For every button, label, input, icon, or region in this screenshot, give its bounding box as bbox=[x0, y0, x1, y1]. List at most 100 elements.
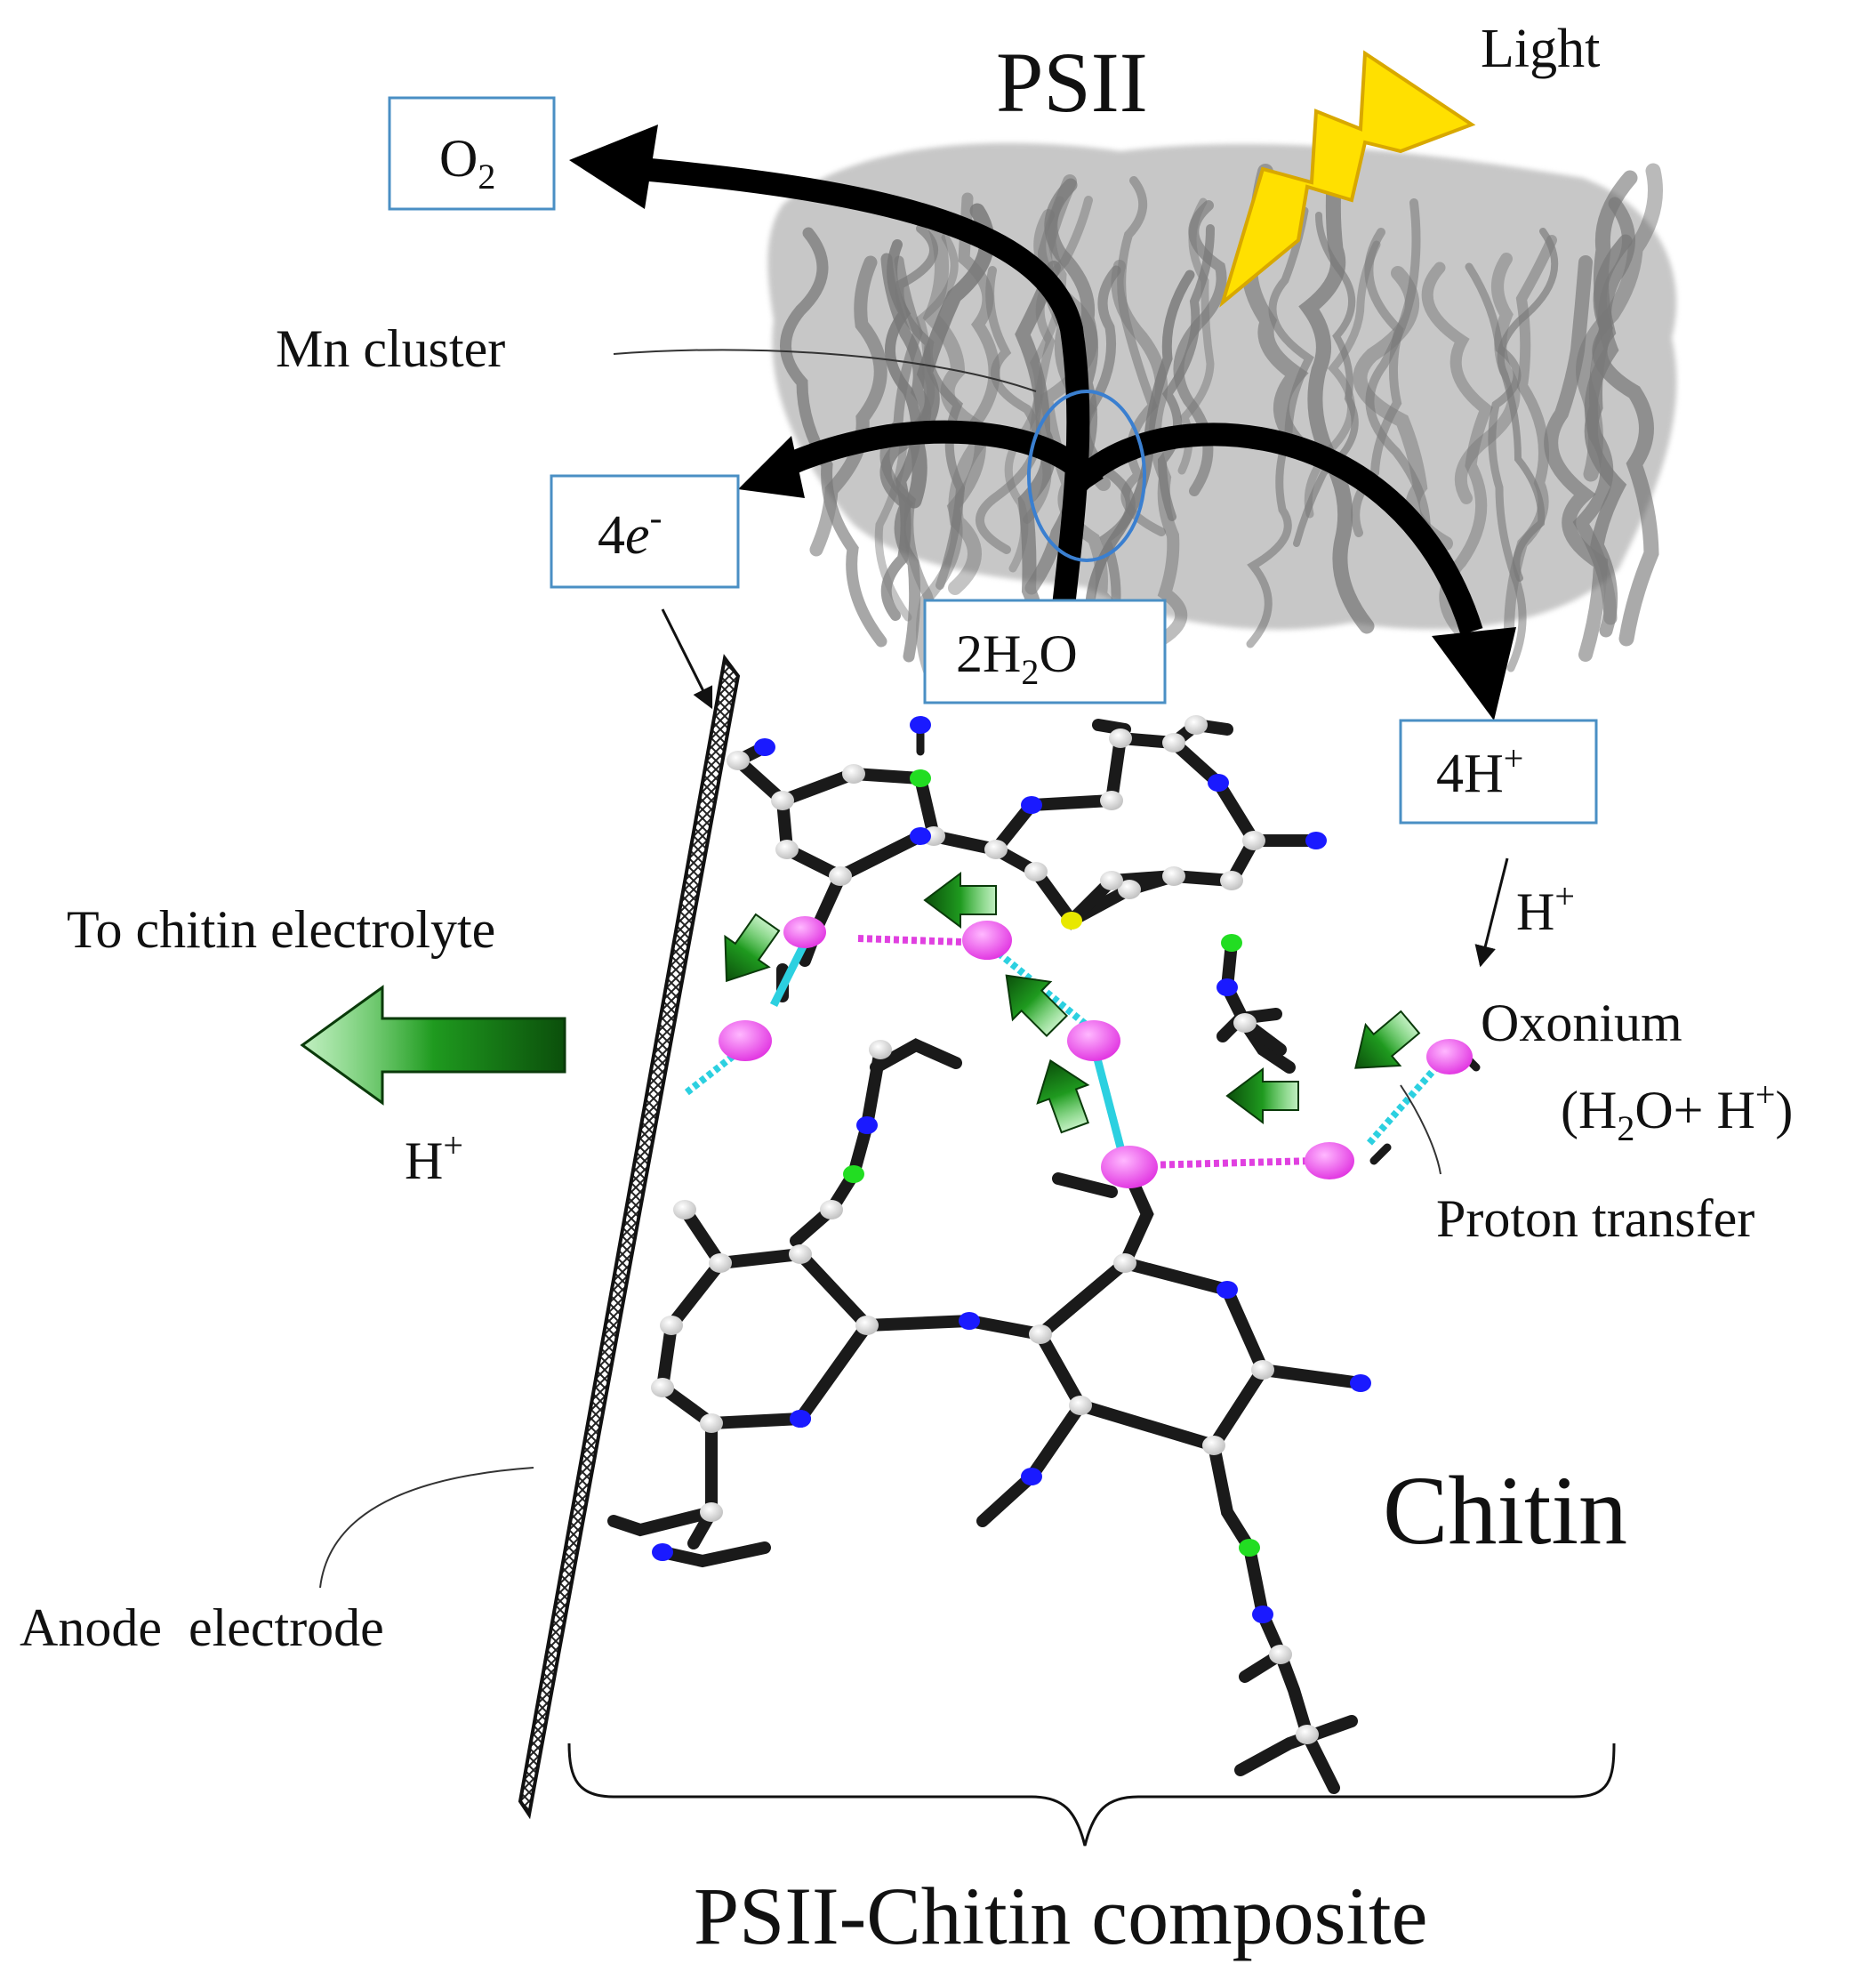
nitrogen-atom bbox=[1217, 978, 1238, 996]
nitrogen-atom bbox=[754, 738, 775, 756]
oxygen-atom bbox=[843, 1165, 864, 1183]
oxonium-molecule bbox=[1426, 1039, 1473, 1074]
oxygen-atom bbox=[1239, 1539, 1260, 1557]
protein-ribbon bbox=[1592, 170, 1659, 647]
carbon-atom bbox=[855, 1316, 879, 1335]
carbon-atom bbox=[984, 840, 1008, 859]
carbon-atom bbox=[1162, 866, 1185, 886]
nitrogen-atom bbox=[910, 827, 931, 845]
o2-label: O2 bbox=[439, 129, 495, 197]
four-e-label: 4e- bbox=[598, 498, 662, 566]
proton-arrow-icon bbox=[1005, 974, 1069, 1038]
carbon-atom bbox=[673, 1200, 696, 1219]
h-plus-left-label: H+ bbox=[405, 1125, 463, 1190]
oxonium-molecule bbox=[719, 1020, 772, 1061]
carbon-atom bbox=[775, 840, 799, 859]
nitrogen-atom bbox=[1021, 1468, 1042, 1485]
nitrogen-atom bbox=[652, 1543, 673, 1561]
psii-title: PSII bbox=[996, 35, 1148, 130]
four-h-box bbox=[1399, 719, 1598, 825]
oxonium-molecule bbox=[1305, 1142, 1354, 1179]
carbon-atom bbox=[700, 1413, 723, 1433]
h-plus-pointer bbox=[1474, 857, 1509, 968]
carbon-atom bbox=[771, 791, 794, 810]
protein-ribbon bbox=[1111, 260, 1188, 653]
carbon-atom bbox=[1069, 1396, 1092, 1415]
lightning-bolt-icon bbox=[1219, 50, 1476, 308]
carbon-atom bbox=[1100, 871, 1123, 890]
proton-out-arrow-icon bbox=[300, 985, 566, 1106]
nitrogen-atom bbox=[1350, 1374, 1371, 1392]
o2-box bbox=[388, 96, 556, 211]
anode-electrode-label: Anode electrode bbox=[20, 1598, 384, 1657]
protein-ribbon bbox=[1298, 177, 1375, 634]
oxonium-molecule bbox=[1101, 1146, 1158, 1188]
proton-transfer-label: Proton transfer bbox=[1436, 1189, 1755, 1248]
carbon-atom bbox=[1233, 1013, 1257, 1033]
protein-ribbon bbox=[879, 255, 953, 672]
carbon-atom bbox=[829, 866, 852, 886]
reaction-arrows bbox=[569, 125, 1516, 720]
protein-ribbon bbox=[1544, 255, 1609, 662]
protein-ribbon bbox=[1365, 198, 1431, 545]
carbon-atom bbox=[842, 764, 865, 784]
mn-cluster-label: Mn cluster bbox=[276, 319, 505, 378]
water-label: 2H2O bbox=[956, 624, 1078, 692]
to-chitin-electrolyte-label: To chitin electrolyte bbox=[67, 900, 495, 959]
protein-ribbon bbox=[1023, 196, 1093, 524]
protein-ribbon bbox=[922, 214, 999, 595]
carbon-atom bbox=[869, 1040, 892, 1059]
carbon-atom bbox=[1029, 1324, 1052, 1344]
carbon-atom bbox=[1184, 715, 1208, 735]
proton-transfer-leader bbox=[1400, 1084, 1441, 1175]
proton-flow-arrows bbox=[300, 872, 1421, 1134]
mn-cluster-leader bbox=[613, 349, 1037, 392]
carbon-atom bbox=[1109, 728, 1132, 748]
oxygen-atom bbox=[1221, 934, 1242, 952]
proton-arrow-icon bbox=[1225, 1067, 1299, 1124]
oxonium-molecule bbox=[1067, 1020, 1120, 1061]
protein-ribbon bbox=[976, 266, 1041, 554]
proton-transfer-network bbox=[682, 916, 1481, 1188]
nitrogen-atom bbox=[1217, 1281, 1238, 1299]
psii-protein bbox=[767, 142, 1677, 700]
oxygen-atom bbox=[910, 769, 931, 787]
carbon-atom bbox=[1220, 871, 1243, 890]
proton-arrow-icon bbox=[1354, 1010, 1421, 1069]
carbon-atom bbox=[1242, 831, 1265, 850]
sulfur-atom bbox=[1061, 912, 1082, 930]
protein-ribbon bbox=[1117, 176, 1166, 536]
carbon-atom bbox=[1162, 733, 1185, 753]
nitrogen-atom bbox=[1305, 832, 1327, 849]
nitrogen-atom bbox=[790, 1410, 811, 1428]
carbon-atom bbox=[1296, 1725, 1319, 1744]
nitrogen-atom bbox=[1252, 1606, 1273, 1623]
carbon-atom bbox=[709, 1253, 732, 1273]
carbon-atom bbox=[660, 1316, 683, 1335]
protein-ribbon bbox=[780, 227, 887, 648]
protein-ribbon bbox=[1353, 266, 1453, 551]
carbon-atom bbox=[1100, 791, 1123, 810]
carbon-atom bbox=[1251, 1360, 1274, 1380]
proton-arrow-icon bbox=[724, 913, 781, 983]
carbon-atom bbox=[700, 1502, 723, 1522]
mn-cluster-marker bbox=[1027, 390, 1146, 562]
carbon-atom bbox=[1118, 880, 1141, 899]
protein-ribbon bbox=[879, 253, 932, 663]
anode-electrode-plate bbox=[518, 654, 741, 1820]
composite-label: PSII-Chitin composite bbox=[694, 1871, 1427, 1961]
carbon-atom bbox=[1024, 862, 1048, 881]
four-e-box bbox=[550, 474, 740, 589]
light-label: Light bbox=[1481, 19, 1600, 79]
protein-ribbon bbox=[809, 255, 887, 557]
nitrogen-atom bbox=[1021, 796, 1042, 814]
protein-ribbon bbox=[1504, 235, 1557, 638]
four-e-pointer bbox=[661, 608, 713, 710]
nitrogen-atom bbox=[959, 1312, 980, 1330]
carbon-atom bbox=[789, 1244, 812, 1264]
carbon-atom bbox=[1269, 1645, 1292, 1664]
four-h-label: 4H+ bbox=[1436, 738, 1523, 804]
h-plus-right-label: H+ bbox=[1516, 876, 1575, 941]
oxonium-label: Oxonium bbox=[1481, 994, 1682, 1052]
